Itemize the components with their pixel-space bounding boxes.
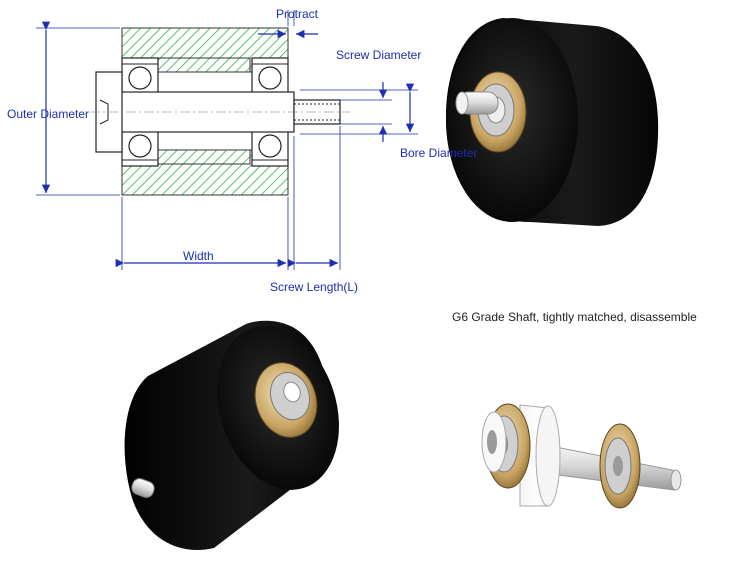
roller-photo-angled (124, 320, 339, 550)
disassembled-shaft-photo (481, 403, 682, 509)
label-screw-length: Screw Length(L) (270, 280, 359, 294)
label-protract: Protract (276, 7, 319, 21)
bearing-top-left (121, 57, 159, 99)
label-bore-diameter: Bore Diameter (400, 146, 478, 160)
label-width: Width (183, 249, 214, 263)
caption-g6-shaft: G6 Grade Shaft, tightly matched, disasse… (452, 310, 697, 324)
label-screw-diameter: Screw Diameter (336, 48, 422, 62)
bearing-top-right (251, 57, 289, 99)
dimension-lines (36, 10, 418, 270)
cross-section-drawing (36, 10, 418, 270)
label-outer-diameter: Outer Diameter (7, 107, 90, 121)
roller-photo-front (446, 18, 659, 226)
